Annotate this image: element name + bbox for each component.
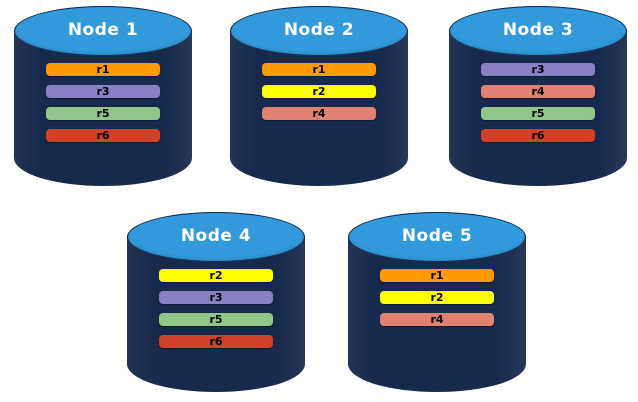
record-bar[interactable]: r5 [46, 107, 160, 120]
record-bar[interactable]: r3 [159, 291, 273, 304]
record-bar[interactable]: r1 [46, 63, 160, 76]
record-bar[interactable]: r6 [159, 335, 273, 348]
database-node[interactable]: Node 1 r1 r3 r5 r6 [14, 6, 192, 186]
record-bar[interactable]: r1 [380, 269, 494, 282]
record-list: r3 r4 r5 r6 [449, 63, 627, 142]
node-title: Node 4 [180, 226, 252, 246]
record-bar[interactable]: r2 [380, 291, 494, 304]
node-title: Node 3 [502, 20, 574, 40]
record-list: r2 r3 r5 r6 [127, 269, 305, 348]
record-list: r1 r2 r4 [348, 269, 526, 326]
record-bar[interactable]: r4 [380, 313, 494, 326]
record-bar[interactable]: r3 [46, 85, 160, 98]
record-bar[interactable]: r4 [481, 85, 595, 98]
cylinder-top-ellipse [127, 212, 305, 262]
record-bar[interactable]: r6 [481, 129, 595, 142]
cylinder-top-ellipse [449, 6, 627, 56]
cylinder-top-ellipse [230, 6, 408, 56]
node-title: Node 2 [283, 20, 355, 40]
record-bar[interactable]: r1 [262, 63, 376, 76]
cylinder-top-ellipse [348, 212, 526, 262]
record-bar[interactable]: r6 [46, 129, 160, 142]
record-list: r1 r3 r5 r6 [14, 63, 192, 142]
record-bar[interactable]: r2 [159, 269, 273, 282]
record-bar[interactable]: r5 [159, 313, 273, 326]
record-bar[interactable]: r2 [262, 85, 376, 98]
database-node[interactable]: Node 3 r3 r4 r5 r6 [449, 6, 627, 186]
cylinder-top-ellipse [14, 6, 192, 56]
record-bar[interactable]: r5 [481, 107, 595, 120]
record-list: r1 r2 r4 [230, 63, 408, 120]
node-title: Node 1 [67, 20, 139, 40]
database-node[interactable]: Node 5 r1 r2 r4 [348, 212, 526, 392]
database-node[interactable]: Node 4 r2 r3 r5 r6 [127, 212, 305, 392]
database-node[interactable]: Node 2 r1 r2 r4 [230, 6, 408, 186]
record-bar[interactable]: r4 [262, 107, 376, 120]
node-title: Node 5 [401, 226, 473, 246]
record-bar[interactable]: r3 [481, 63, 595, 76]
